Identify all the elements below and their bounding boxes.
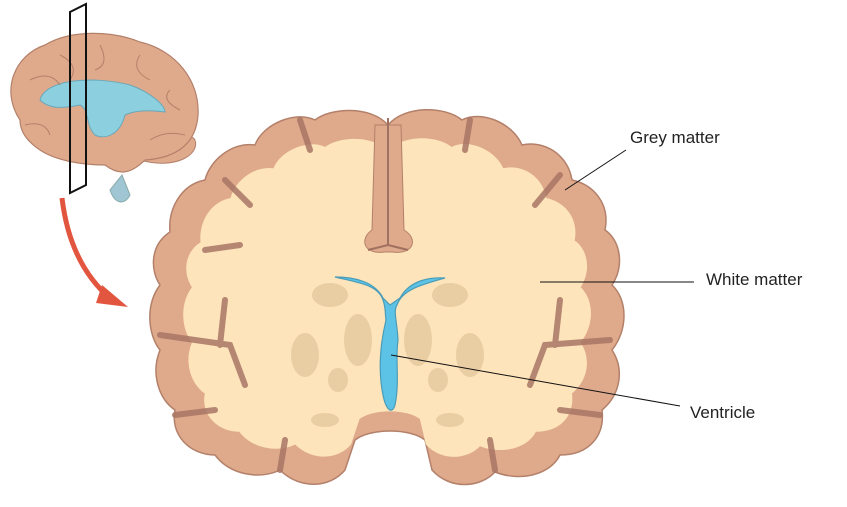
ventricle-leader-line: [390, 354, 681, 407]
white-matter-region: [183, 138, 591, 457]
white-matter-label: White matter: [706, 270, 803, 289]
subcortical-nuclei: [291, 283, 484, 427]
grey-matter-label: Grey matter: [630, 128, 720, 147]
ventricle-label: Ventricle: [690, 403, 756, 422]
coronal-section: [149, 109, 625, 486]
ventricle-region: [334, 276, 446, 411]
sagittal-brain-illustration: [10, 2, 199, 307]
sulci: [157, 117, 613, 473]
grey-matter-leader-line: [564, 149, 627, 191]
